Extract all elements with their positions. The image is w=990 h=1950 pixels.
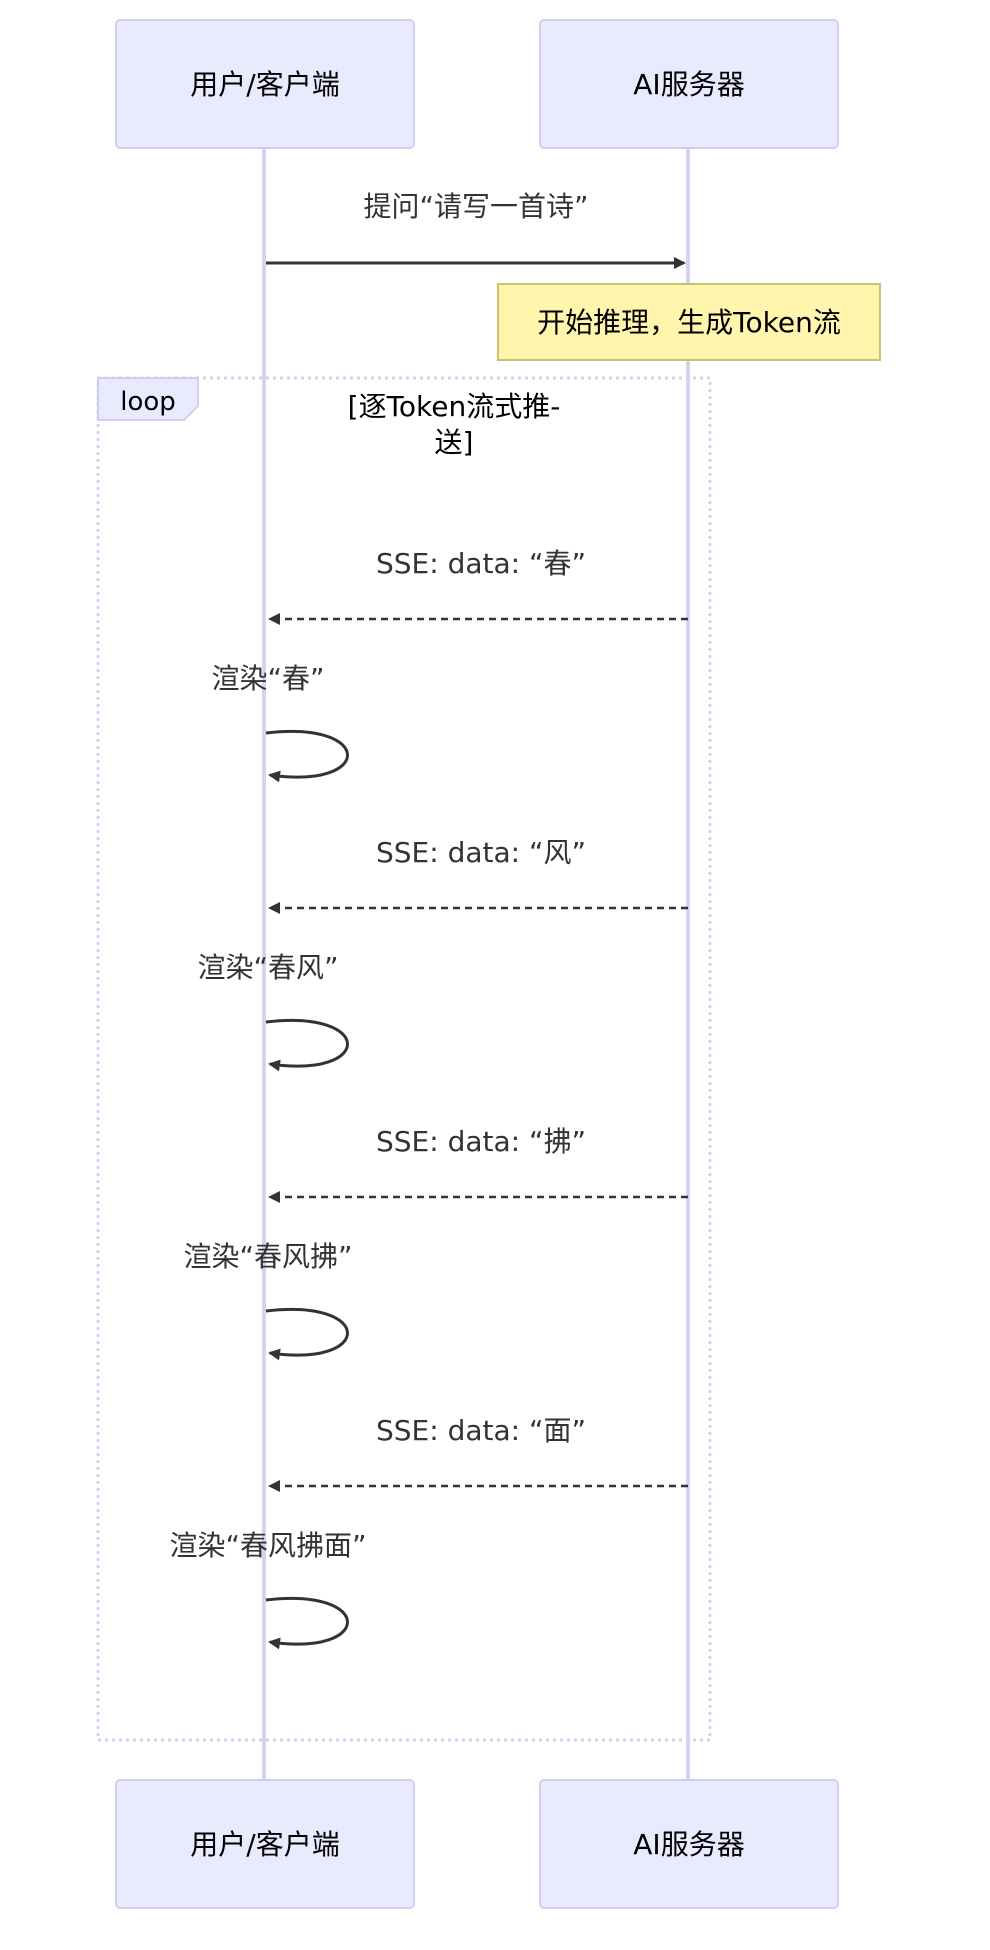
server-actor-top: AI服务器 bbox=[539, 19, 839, 149]
render-message-1-label: 渲染“春” bbox=[211, 662, 324, 695]
client-actor-bottom-label: 用户/客户端 bbox=[190, 1828, 339, 1861]
loop-condition-line1: [逐Token流式推- bbox=[348, 390, 561, 423]
request-message-label: 提问“请写一首诗” bbox=[363, 190, 588, 223]
client-actor-top-label: 用户/客户端 bbox=[190, 68, 339, 101]
inference-note: 开始推理，生成Token流 bbox=[497, 283, 881, 361]
sse-message-2-label: SSE: data: “风” bbox=[376, 836, 586, 869]
loop-label: loop bbox=[120, 387, 176, 417]
client-actor-bottom: 用户/客户端 bbox=[115, 1779, 415, 1909]
server-actor-bottom: AI服务器 bbox=[539, 1779, 839, 1909]
render-message-4-label: 渲染“春风拂面” bbox=[169, 1529, 366, 1562]
sse-message-4-label: SSE: data: “面” bbox=[376, 1414, 586, 1447]
render-message-2-label: 渲染“春风” bbox=[197, 951, 338, 984]
inference-note-text: 开始推理，生成Token流 bbox=[537, 306, 841, 339]
loop-tab bbox=[97, 377, 199, 421]
sse-message-3-label: SSE: data: “拂” bbox=[376, 1125, 586, 1158]
render-message-1-loop bbox=[265, 730, 349, 783]
render-message-3-label: 渲染“春风拂” bbox=[183, 1240, 352, 1273]
sse-message-1-label: SSE: data: “春” bbox=[376, 547, 586, 580]
render-message-2-loop bbox=[265, 1019, 349, 1072]
render-message-4-loop bbox=[265, 1597, 349, 1650]
render-message-3-loop bbox=[265, 1308, 349, 1361]
client-actor-top: 用户/客户端 bbox=[115, 19, 415, 149]
loop-condition-line2: 送] bbox=[435, 426, 474, 459]
server-actor-top-label: AI服务器 bbox=[633, 68, 744, 101]
server-actor-bottom-label: AI服务器 bbox=[633, 1828, 744, 1861]
